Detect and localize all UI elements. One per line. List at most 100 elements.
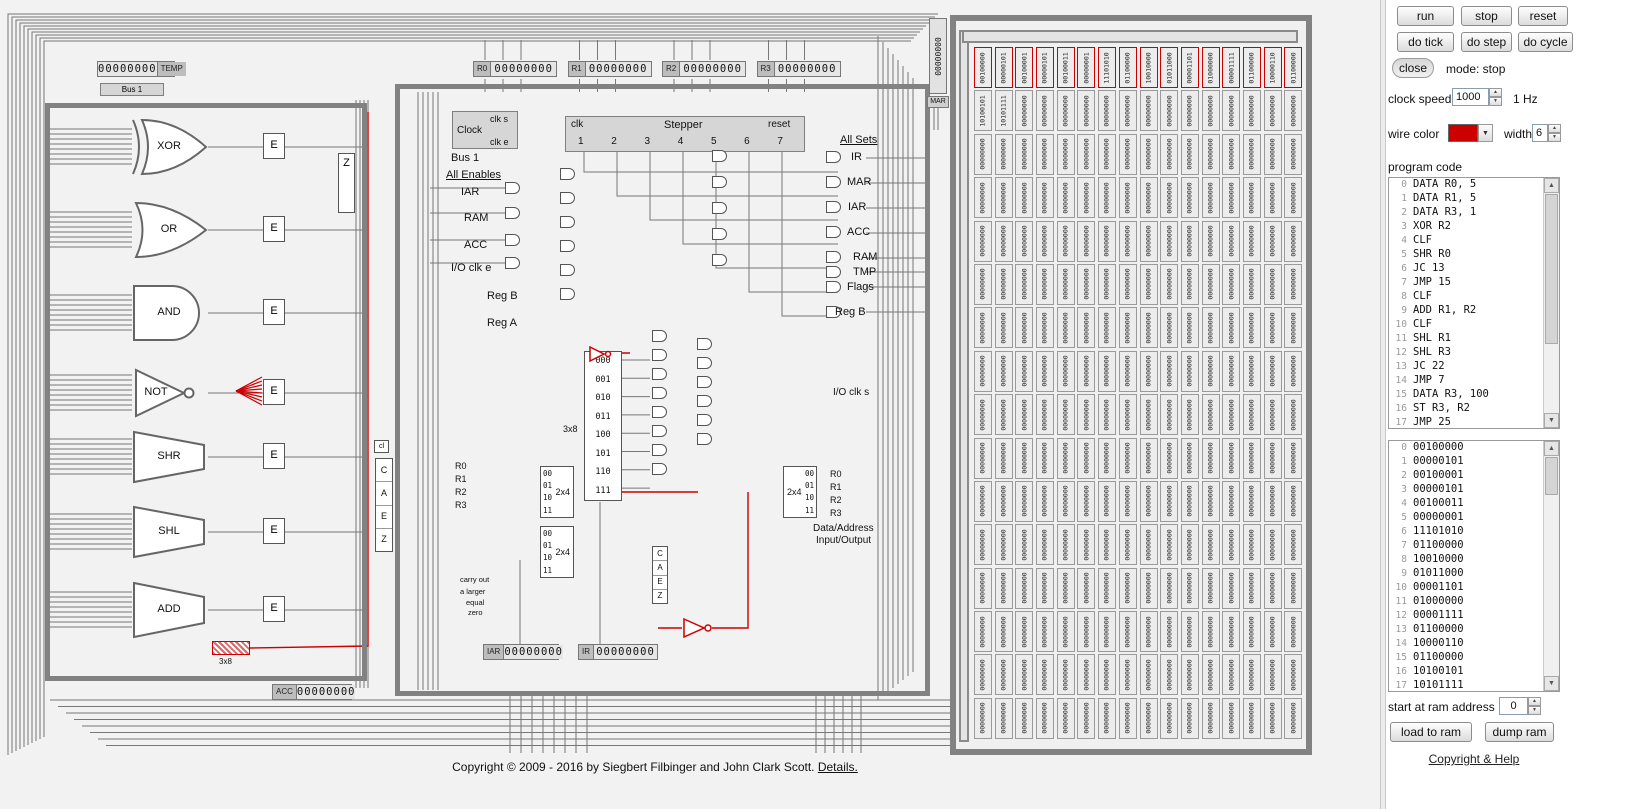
ram-cell-value: 00000000: [1103, 95, 1112, 127]
register-iar-value: 00000000: [504, 645, 563, 659]
ram-cell-220: 00000000: [1222, 611, 1241, 653]
line-text: 01100000: [1413, 539, 1464, 551]
scroll-down-icon[interactable]: ▼: [1544, 413, 1559, 428]
and-gate-icon: [505, 257, 520, 269]
scroll-up-icon[interactable]: ▲: [1544, 441, 1559, 456]
program-scrollbar[interactable]: ▲ ▼: [1543, 178, 1559, 428]
alu-3x8-decoder: [212, 641, 250, 655]
spinner-up-icon[interactable]: ▲: [1528, 697, 1541, 706]
width-spinner[interactable]: ▲ ▼: [1548, 124, 1561, 142]
run-button[interactable]: run: [1397, 6, 1454, 26]
ram-cell-value: 00000000: [1289, 355, 1298, 387]
control-section-box: [395, 84, 930, 696]
ram-cell-value: 00000101: [999, 51, 1008, 84]
line-text: 10010000: [1413, 553, 1464, 565]
decoder-row: 101: [595, 448, 611, 459]
ram-cell-99: 00000000: [1036, 307, 1055, 349]
spinner-down-icon[interactable]: ▼: [1548, 133, 1561, 142]
ram-cell-value: 00000000: [1041, 398, 1050, 431]
ram-cell-180: 00000000: [1056, 524, 1075, 566]
ram-cell-71: 00000000: [1118, 220, 1137, 262]
ram-cell-value: 00000000: [1206, 95, 1215, 127]
ram-cell-14: 10000110: [1263, 47, 1282, 88]
ram-cell-76: 00000000: [1222, 220, 1241, 262]
reset-button[interactable]: reset: [1518, 6, 1568, 26]
copyright-help-link[interactable]: Copyright & Help: [1428, 752, 1520, 766]
ram-cell-value: 00000000: [1103, 225, 1112, 257]
ram-cell-value: 00000000: [1103, 138, 1112, 170]
label-reg-a: Reg A: [487, 317, 517, 329]
line-number: 11: [1395, 596, 1407, 607]
dump-ram-button[interactable]: dump ram: [1485, 722, 1554, 742]
width-input[interactable]: [1532, 124, 1548, 142]
and-gate-icon: [652, 406, 667, 418]
ram-cell-106: 00000000: [1180, 307, 1199, 349]
clock-speed-spinner[interactable]: ▲ ▼: [1489, 88, 1502, 106]
and-gate-icon: [712, 150, 727, 162]
ram-cell-209: 00000000: [994, 611, 1013, 653]
ram-cell-195: 00000000: [1036, 567, 1055, 609]
ram-cell-179: 00000000: [1036, 524, 1055, 566]
ram-cell-value: 00000000: [1061, 659, 1070, 691]
reg-select-right: R3: [830, 508, 842, 518]
ram-address-bus: [959, 30, 969, 742]
close-button[interactable]: close: [1392, 58, 1434, 78]
ram-cell-value: 00000000: [999, 268, 1008, 301]
wire-color-swatch[interactable]: [1448, 124, 1478, 142]
ram-cell-value: 00000000: [1041, 355, 1050, 387]
register-iar: IAR 00000000: [483, 644, 563, 660]
ram-cell-value: 00000000: [1061, 268, 1070, 301]
ram-cell-208: 00000000: [974, 611, 992, 653]
spinner-up-icon[interactable]: ▲: [1548, 124, 1561, 133]
ram-cell-152: 00000000: [1139, 437, 1158, 479]
load-to-ram-button[interactable]: load to ram: [1390, 722, 1472, 742]
ram-cell-value: 00000000: [979, 572, 987, 604]
clock-speed-input[interactable]: [1452, 88, 1489, 106]
scroll-thumb[interactable]: [1545, 194, 1558, 344]
spinner-up-icon[interactable]: ▲: [1489, 88, 1502, 97]
spinner-down-icon[interactable]: ▼: [1528, 706, 1541, 715]
line-text: SHL R3: [1413, 346, 1451, 358]
start-ram-input[interactable]: [1499, 697, 1528, 715]
scroll-down-icon[interactable]: ▼: [1544, 676, 1559, 691]
stop-button[interactable]: stop: [1461, 6, 1512, 26]
ram-cell-54: 00000000: [1098, 177, 1117, 219]
ram-cell-169: 00000000: [1160, 480, 1179, 522]
ram-cell-value: 00000000: [1268, 702, 1277, 735]
line-text: JMP 25: [1413, 416, 1451, 428]
ram-cell-value: 00000000: [1020, 138, 1029, 170]
wire-color-dropdown-icon[interactable]: ▼: [1478, 124, 1493, 142]
ram-scrollbar[interactable]: ▲ ▼: [1543, 441, 1559, 691]
ram-cell-value: 00000000: [1020, 95, 1029, 127]
flag-letter: C: [653, 547, 667, 562]
scroll-up-icon[interactable]: ▲: [1544, 178, 1559, 193]
register-label: R0: [474, 62, 492, 76]
do-cycle-button[interactable]: do cycle: [1518, 32, 1573, 52]
do-tick-button[interactable]: do tick: [1397, 32, 1454, 52]
ram-cell-193: 00000000: [994, 567, 1013, 609]
ram-cell-value: 00000000: [1185, 182, 1194, 214]
spinner-down-icon[interactable]: ▼: [1489, 97, 1502, 106]
details-link[interactable]: Details.: [817, 760, 858, 774]
ram-cell-160: 00000000: [974, 480, 992, 522]
start-ram-spinner[interactable]: ▲ ▼: [1528, 697, 1541, 715]
decoder-row: 10: [543, 493, 553, 503]
ram-cell-130: 00000000: [1015, 394, 1034, 436]
ram-cell-value: 00000000: [1103, 659, 1112, 691]
ram-cell-value: 00000000: [1041, 268, 1050, 301]
decoder-row: 01: [543, 481, 553, 491]
do-step-button[interactable]: do step: [1461, 32, 1512, 52]
scroll-thumb[interactable]: [1545, 457, 1558, 495]
register-acc-label: ACC: [273, 685, 297, 699]
ram-cell-72: 00000000: [1139, 220, 1158, 262]
register-temp: 00000000 TEMP: [97, 61, 186, 77]
ram-cell-value: 00000000: [1061, 572, 1070, 604]
register-value: 00000000: [585, 62, 651, 76]
ram-cell-156: 00000000: [1222, 437, 1241, 479]
ram-cell-203: 00000000: [1201, 567, 1220, 609]
